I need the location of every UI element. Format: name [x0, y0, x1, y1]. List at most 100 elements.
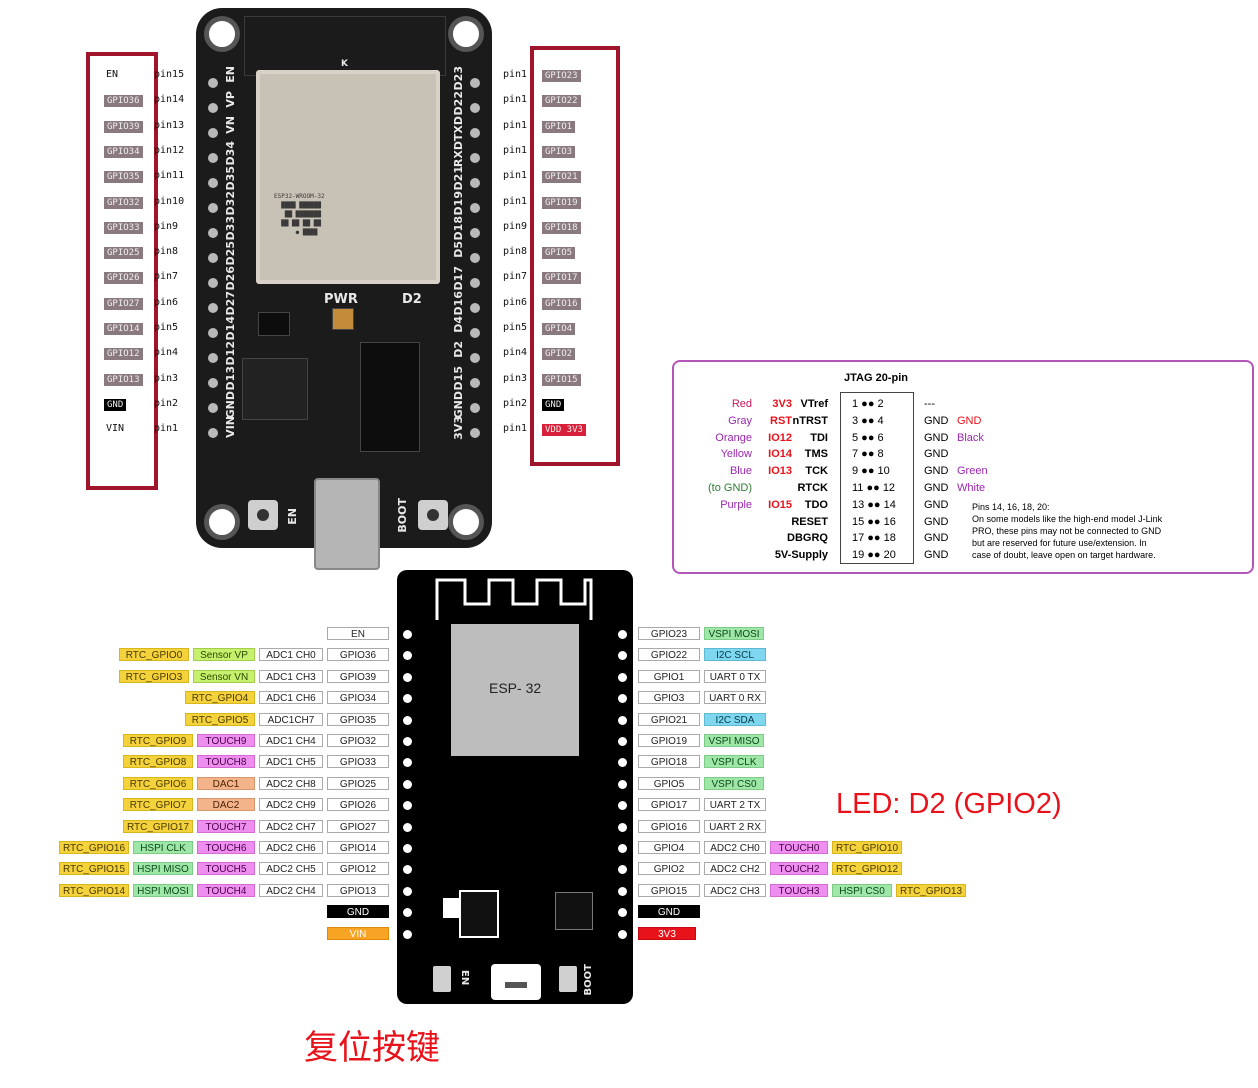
right-pin-number: pin3 [503, 372, 528, 384]
left-pin-gpio: EN [106, 69, 119, 80]
silkscreen-label: D19 [452, 191, 465, 216]
left-pin-label: RTC_GPIO14 [59, 883, 129, 897]
board-pad [618, 715, 627, 725]
jtag-wire-color: Blue [729, 465, 752, 478]
jtag-signal-name: RTCK [797, 482, 828, 494]
jtag-signal-name: TDI [810, 431, 828, 444]
left-pin-label: RTC_GPIO9 [123, 734, 193, 747]
right-pin-number: pin4 [503, 347, 528, 359]
left-pin-gpio: GPIO33 [104, 221, 143, 234]
header-pad [470, 78, 480, 88]
jtag-right-color: Black [957, 431, 984, 444]
silkscreen-label: D5 [452, 241, 465, 258]
header-pad [470, 378, 480, 388]
right-pin-label: TOUCH3 [770, 883, 828, 897]
header-pad [208, 228, 218, 238]
silkscreen-label: D12 [224, 341, 237, 366]
left-pin-label: ADC1 CH5 [259, 755, 323, 769]
left-pin-label: GPIO14 [327, 841, 389, 854]
jtag-esp-signal: IO14 [768, 448, 792, 461]
board-pad [403, 929, 412, 939]
right-pin-gpio: GPIO3 [542, 145, 576, 158]
left-pin-label: ADC2 CH5 [259, 862, 323, 876]
jtag-esp-signal: IO13 [768, 465, 792, 478]
header-pad [208, 128, 218, 138]
jtag-signal-name: DBGRQ [787, 532, 828, 545]
board-pad [403, 908, 412, 918]
right-pin-gpio: GPIO23 [542, 70, 581, 82]
jtag-signal-name: RESET [791, 515, 828, 528]
right-pin-label: VSPI CLK [704, 755, 764, 769]
left-pin-label: ADC2 CH7 [259, 819, 323, 833]
silkscreen-label: D27 [224, 291, 237, 316]
header-pad [208, 153, 218, 163]
left-pin-gpio: GPIO27 [104, 297, 143, 310]
boot-label: BOOT [583, 964, 594, 996]
usb-c-port [314, 478, 380, 570]
header-pad [470, 353, 480, 363]
jtag-pin-numbers: 11 ●● 12 [852, 482, 896, 494]
right-pin-label: GPIO15 [638, 883, 700, 897]
left-pin-label: TOUCH4 [197, 883, 255, 897]
left-pin-label: RTC_GPIO15 [59, 862, 129, 876]
right-pin-label: TOUCH2 [770, 862, 828, 876]
header-pad [208, 328, 218, 338]
right-pin-label: VSPI MISO [704, 734, 764, 747]
header-pad [208, 78, 218, 88]
board-pad [403, 737, 412, 746]
right-pin-label: GPIO23 [638, 627, 700, 640]
header-pad [470, 178, 480, 188]
en-button[interactable] [248, 500, 278, 530]
board-pad [403, 865, 412, 875]
header-pad [208, 428, 218, 438]
silkscreen-label: TXD [452, 116, 465, 142]
jtag-right-signal: GND [924, 482, 949, 494]
left-pin-frame [86, 52, 158, 490]
header-pad [208, 278, 218, 288]
left-pin-label: GPIO27 [327, 819, 389, 833]
board-pad [618, 865, 627, 875]
header-pad [208, 378, 218, 388]
right-pin-label: GPIO21 [638, 712, 700, 726]
boot-button[interactable] [559, 966, 577, 992]
left-pin-gpio: GPIO13 [104, 373, 143, 386]
header-pad [208, 353, 218, 363]
right-pin-gpio: GPIO1 [542, 120, 576, 133]
jtag-note-line: PRO, these pins may not be connected to … [972, 526, 1162, 536]
shield-print: ESP32-WROOM-32 ████ ██████ ██ ███████ ██… [274, 193, 325, 236]
left-pin-number: pin5 [154, 322, 179, 333]
silkscreen-label: RXD [452, 141, 465, 168]
jtag-right-signal: GND [924, 465, 949, 478]
silkscreen-label: D26 [224, 266, 237, 291]
jtag-right-signal: GND [924, 515, 949, 528]
module-mark: K [341, 59, 348, 69]
right-pin-label: GPIO5 [638, 776, 700, 790]
left-pin-label: ADC2 CH8 [259, 776, 323, 790]
right-pin-label: RTC_GPIO12 [832, 862, 902, 876]
boot-button[interactable] [418, 500, 448, 530]
left-pin-label: GPIO26 [327, 798, 389, 812]
right-pin-label: 3V3 [638, 926, 696, 940]
jtag-right-signal: GND [924, 498, 949, 511]
left-pin-gpio: GPIO12 [104, 348, 143, 361]
board-pad [618, 929, 627, 939]
silkscreen-label: D23 [452, 66, 465, 91]
right-pin-label: VSPI MOSI [704, 627, 764, 640]
jtag-right-signal: GND [924, 532, 949, 545]
left-pin-label: TOUCH5 [197, 862, 255, 876]
en-button[interactable] [433, 966, 451, 992]
left-pin-gpio: GPIO32 [104, 196, 143, 209]
left-pin-number: pin6 [154, 296, 179, 308]
jtag-signal-name: TMS [804, 448, 828, 461]
jtag-right-signal: GND [924, 414, 949, 427]
ldo-regulator [242, 358, 308, 420]
left-pin-label: GPIO34 [327, 691, 389, 705]
left-pin-label: RTC_GPIO8 [123, 755, 193, 769]
board-pad [403, 886, 412, 896]
left-pin-label: ADC1 CH4 [259, 734, 323, 747]
left-pin-label: TOUCH6 [197, 841, 255, 854]
left-pin-number: pin4 [154, 347, 179, 359]
jtag-note-line: but are reserved for future use/extensio… [972, 538, 1147, 548]
left-pin-number: pin3 [154, 372, 179, 384]
esp32-module: ESP- 32 [451, 624, 579, 756]
